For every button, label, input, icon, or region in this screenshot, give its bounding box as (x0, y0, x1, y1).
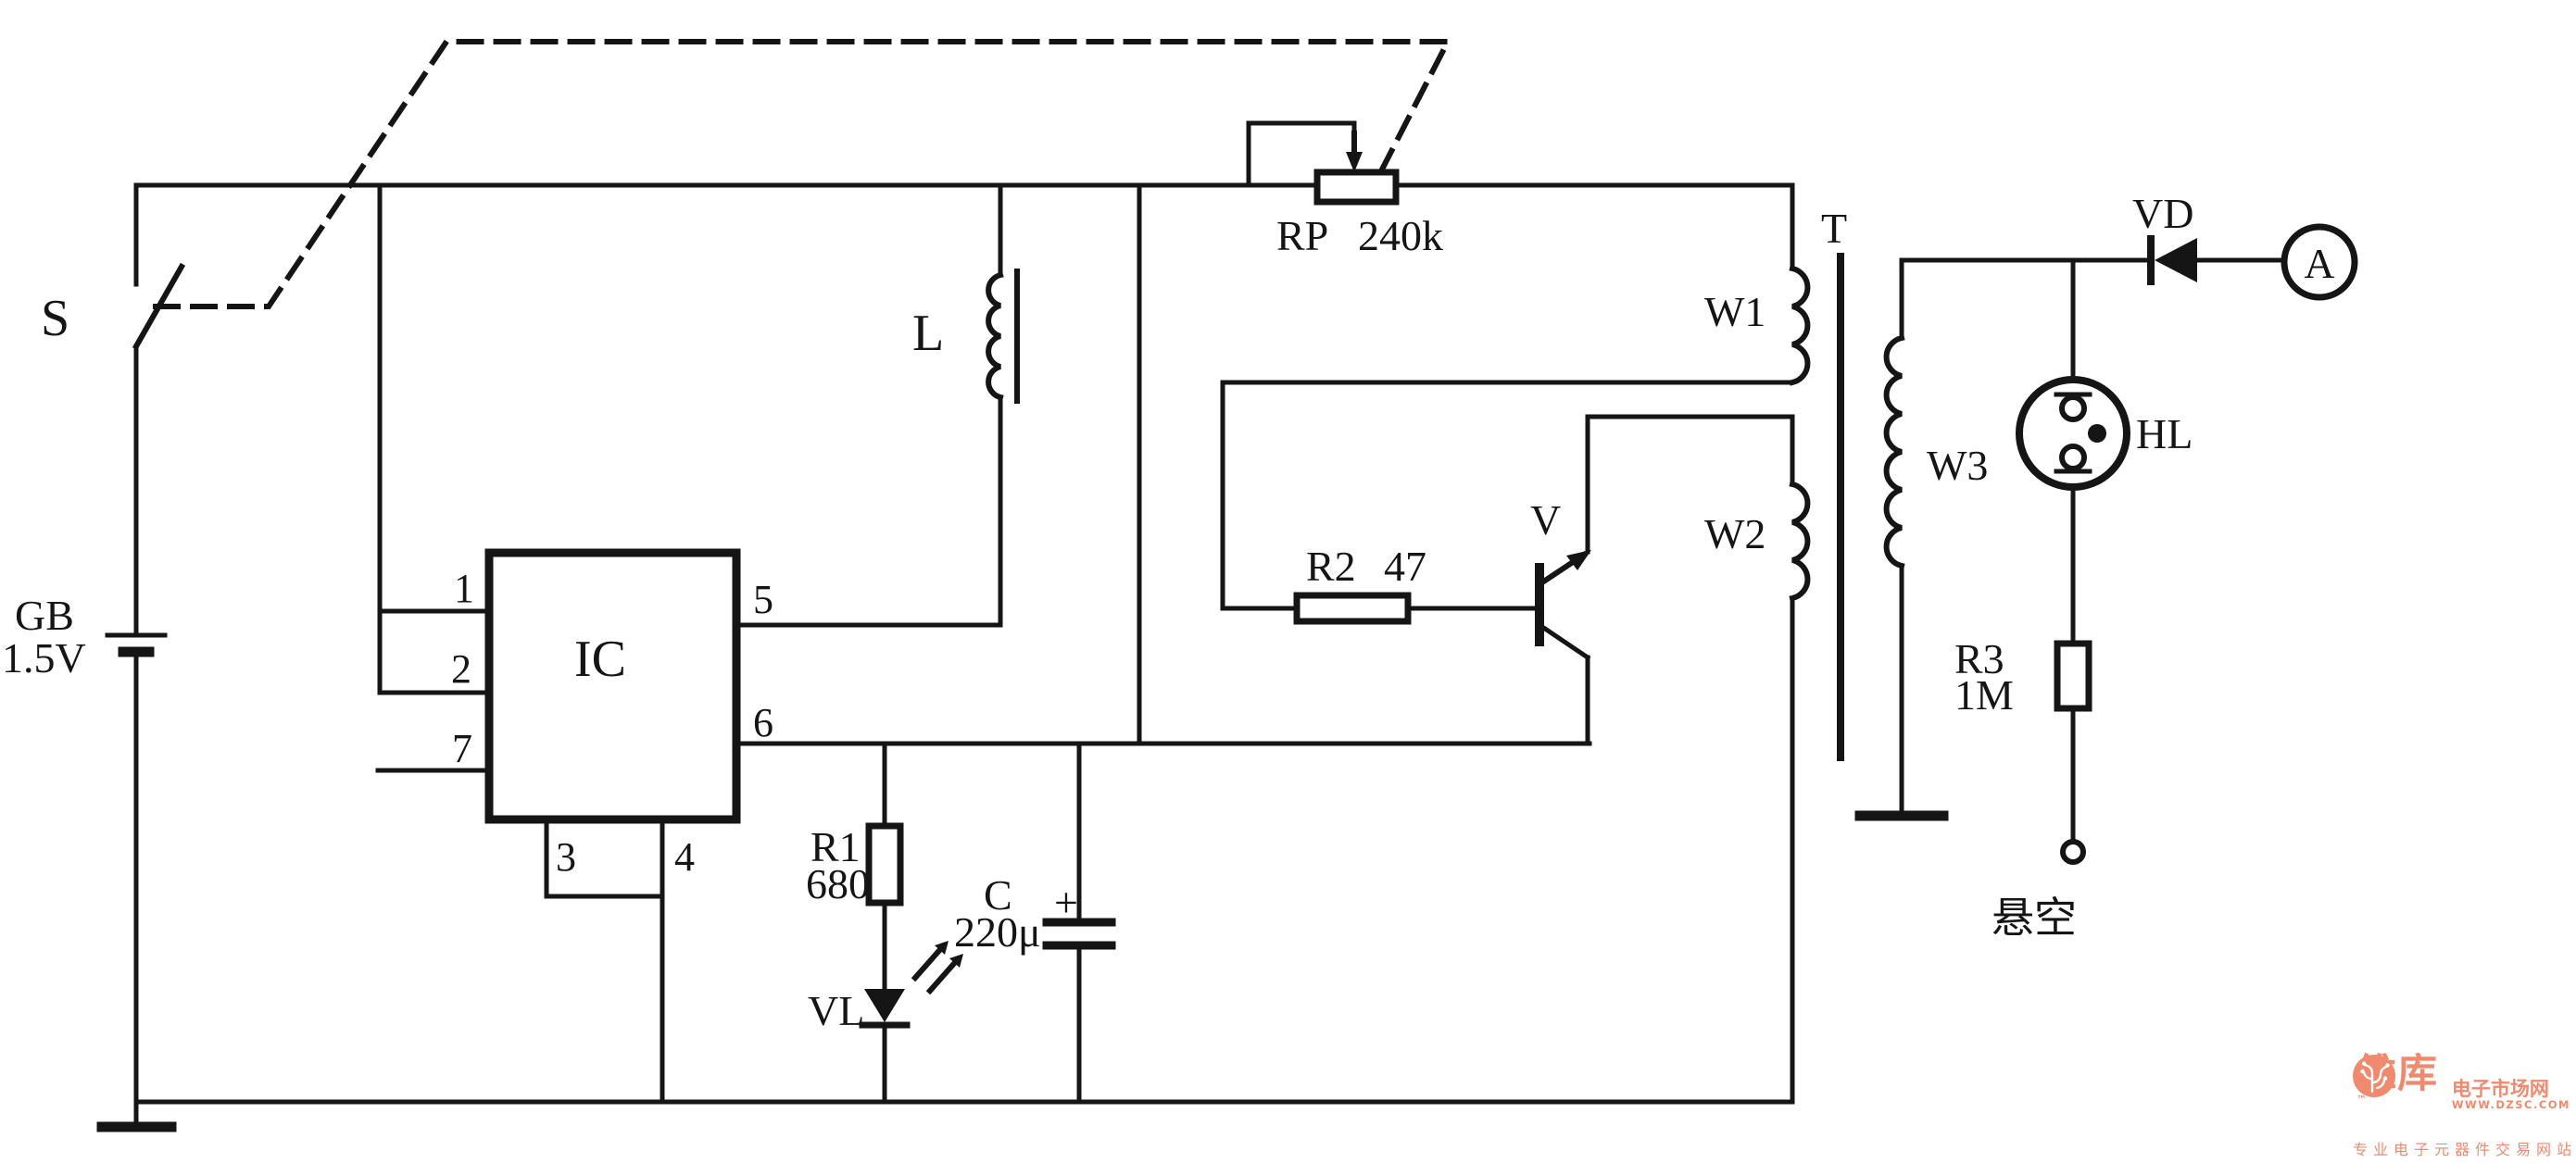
switch-label: S (41, 290, 69, 347)
ic-pin7-label: 7 (452, 726, 472, 771)
potentiometer-RP (1137, 120, 1400, 746)
cap-value-label: 220μ (954, 908, 1041, 956)
resistor-R2 (1293, 592, 1538, 625)
mechanical-link-dashed (153, 39, 1452, 309)
rp-value-label: 240k (1358, 212, 1443, 259)
ammeter-label: A (2304, 240, 2334, 287)
led-label: VL (808, 987, 864, 1034)
watermark-suffix: 电子市场网 (2451, 1077, 2549, 1100)
r1-ref-label: R1 (810, 823, 861, 870)
ammeter-A (2281, 223, 2358, 301)
r1-value-label: 680 (806, 860, 870, 907)
watermark-url: WWW.DZSC.COM (2451, 1097, 2570, 1111)
ic-pin4-label: 4 (674, 834, 695, 880)
resistor-R1 (865, 741, 904, 992)
led-VL (859, 941, 963, 1105)
r3-value-label: 1M (1954, 671, 2014, 719)
ic-label: IC (574, 631, 626, 688)
transformer-winding-W1 (1220, 182, 1811, 611)
transistor-V (1535, 414, 1795, 746)
watermark-tagline: 专业电子元器件交易网站 (2353, 1141, 2576, 1158)
ic-pin5-label: 5 (753, 577, 773, 622)
diode-VD (2147, 235, 2197, 285)
switch-S (132, 182, 186, 351)
cap-polarity-label: + (1054, 879, 1078, 926)
cap-ref-label: C (984, 871, 1012, 919)
inductor-label: L (912, 305, 944, 362)
socket-label: HL (2136, 410, 2193, 457)
watermark-tm: ™ (2356, 1094, 2368, 1106)
ic-pin6-label: 6 (753, 700, 773, 745)
battery-GB (105, 344, 168, 1105)
r2-value-label: 47 (1384, 543, 1426, 590)
r3-ref-label: R3 (1954, 635, 2004, 682)
ic-pin2-label: 2 (451, 646, 471, 692)
inductor-L (986, 182, 1020, 628)
ic-pin1-label: 1 (454, 566, 474, 611)
floating-terminal (2060, 839, 2086, 865)
transformer-winding-W3 (1883, 257, 1905, 815)
r2-ref-label: R2 (1306, 543, 1356, 590)
ground-icon (96, 1099, 177, 1132)
capacitor-C (1042, 741, 1116, 1105)
w3-label: W3 (1927, 442, 1988, 489)
labels: S GB 1.5V IC 1 2 7 5 6 3 4 L RP 240k R1 … (2, 190, 2335, 1034)
ic-block (375, 182, 1592, 1105)
battery-value-label: 1.5V (2, 634, 86, 682)
floating-label: 悬空 (1992, 893, 2077, 943)
transistor-label: V (1530, 496, 1561, 544)
resistor-R3 (2054, 484, 2092, 844)
battery-ref-label: GB (15, 592, 74, 639)
w1-label: W1 (1704, 288, 1766, 335)
core-label: T (1821, 205, 1847, 252)
ic-pin3-label: 3 (556, 834, 576, 880)
socket-HL (2016, 257, 2130, 491)
rp-ref-label: RP (1276, 212, 1328, 259)
diode-label: VD (2132, 190, 2193, 237)
watermark: 维库™ 电子市场网 WWW.DZSC.COM 专业电子元器件交易网站 (2353, 1055, 2576, 1159)
transformer-winding-W2 (1789, 414, 1811, 1105)
w2-label: W2 (1704, 510, 1766, 557)
